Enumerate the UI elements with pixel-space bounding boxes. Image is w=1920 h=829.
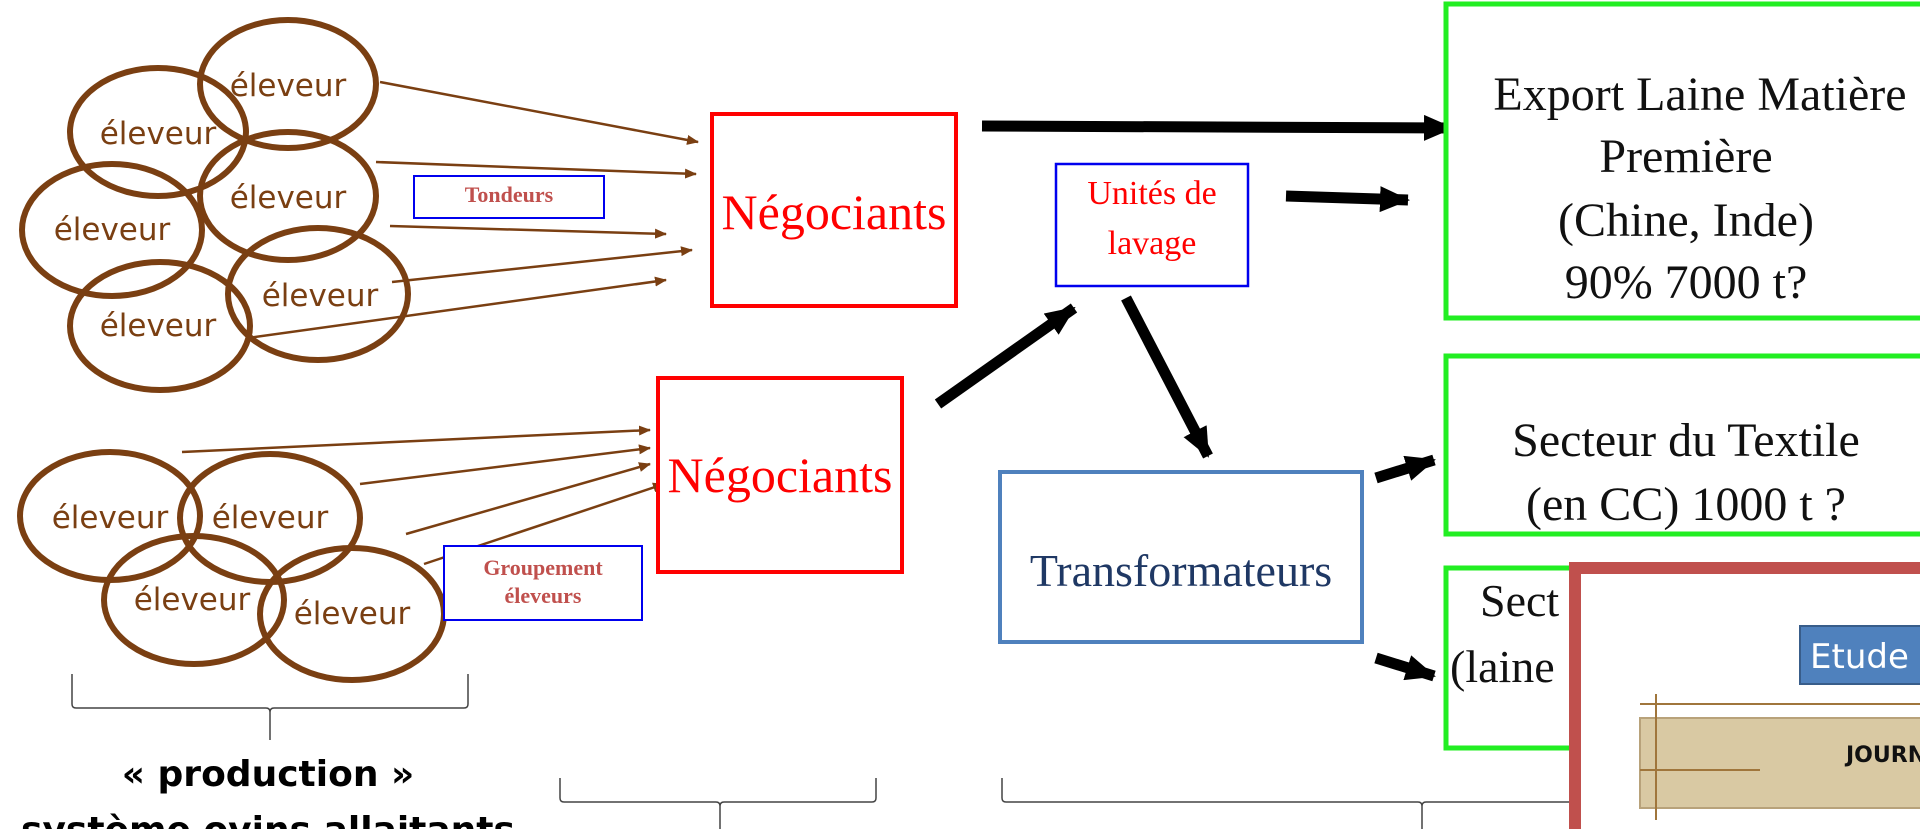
unites-lavage-line1: Unités de	[1087, 175, 1216, 212]
export-line2: Première	[1599, 130, 1772, 183]
negociants-bottom-box	[656, 376, 904, 574]
flow-arrow-bold	[1121, 295, 1213, 459]
third-sector-line1: Sect	[1480, 575, 1559, 626]
flow-arrow	[391, 246, 693, 284]
producer-ellipse	[101, 533, 287, 667]
overlay-card: Etude JOURNEE	[1569, 562, 1920, 829]
producer-label: éleveur	[212, 500, 329, 536]
production-subtitle: système ovins allaitants	[21, 810, 515, 829]
flow-arrow	[405, 462, 651, 536]
export-line4: 90% 7000 t?	[1565, 256, 1808, 309]
overlay-card-tag-text: Etude	[1810, 637, 1909, 677]
transformateurs-label: Transformateurs	[1030, 545, 1332, 596]
production-title: « production »	[122, 754, 414, 795]
flow-arrow	[379, 80, 699, 145]
producer-label: éleveur	[100, 116, 217, 152]
export-line3: (Chine, Inde)	[1558, 194, 1814, 247]
unites-lavage-box	[1054, 162, 1250, 288]
producer-ellipse	[197, 129, 379, 263]
producer-label: éleveur	[294, 596, 411, 632]
flow-arrow	[247, 276, 667, 340]
negociants-top-box	[710, 112, 958, 308]
producer-ellipse	[225, 225, 411, 363]
overlay-card-banner-text: JOURNEE	[1844, 743, 1920, 768]
producer-label: éleveur	[262, 278, 379, 314]
producer-label: éleveur	[230, 180, 347, 216]
flow-arrow-bold	[934, 303, 1078, 409]
flow-arrow-bold	[1285, 186, 1410, 213]
producer-ellipse	[67, 259, 253, 393]
flow-arrow	[375, 160, 697, 179]
flow-arrow	[181, 425, 651, 454]
overlay-card-banner	[1640, 718, 1920, 808]
producer-label: éleveur	[52, 500, 169, 536]
flow-arrow	[389, 224, 667, 239]
third-sector-line2: (laine	[1450, 641, 1555, 692]
textile-line1: Secteur du Textile	[1512, 414, 1860, 467]
groupement-label-line2: éleveurs	[505, 583, 582, 608]
export-box	[1443, 1, 1920, 321]
groupement-box	[443, 545, 643, 621]
producer-ellipse	[19, 161, 205, 299]
producer-label: éleveur	[100, 308, 217, 344]
tondeurs-box	[413, 175, 605, 219]
brace-transformation	[1001, 778, 1574, 829]
overlay-card-tag	[1799, 625, 1920, 685]
export-line1: Export Laine Matière	[1493, 68, 1906, 121]
brace-commerce	[559, 778, 877, 829]
tondeurs-label: Tondeurs	[465, 182, 554, 207]
negociants-bottom-label: Négociants	[668, 447, 893, 503]
producers-top-cluster	[19, 17, 411, 393]
negociants-top-label: Négociants	[722, 184, 947, 240]
flow-arrow-bold	[1374, 454, 1436, 484]
producers-bottom-cluster	[17, 449, 447, 683]
producer-label: éleveur	[230, 68, 347, 104]
producer-label: éleveur	[54, 212, 171, 248]
brace-production	[71, 674, 469, 740]
textile-box	[1443, 353, 1920, 537]
flow-arrow	[359, 444, 651, 486]
flow-arrow-bold	[981, 114, 1454, 141]
producer-ellipse	[67, 65, 249, 199]
producer-ellipse	[197, 17, 379, 151]
unites-lavage-line2: lavage	[1108, 225, 1197, 262]
flow-arrow-bold	[1374, 652, 1436, 682]
producer-label: éleveur	[134, 582, 251, 618]
groupement-label-line1: Groupement	[483, 555, 603, 580]
transformateurs-box	[998, 470, 1364, 644]
textile-line2: (en CC) 1000 t ?	[1526, 478, 1846, 531]
